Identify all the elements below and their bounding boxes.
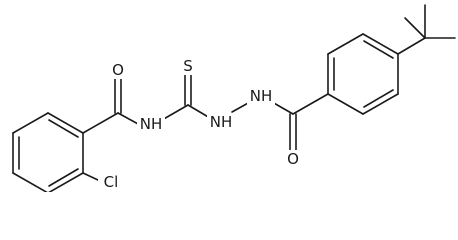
bond-ring2-e <box>362 93 399 115</box>
bond-ring1-f-double <box>48 119 79 138</box>
atom-s-label: S <box>183 57 193 75</box>
bond-ring2-b <box>327 33 364 55</box>
atom-nh-mid2-label: NH <box>250 87 273 105</box>
bond-nh-carbonyl-right <box>271 101 294 115</box>
atom-nh-mid1: NH <box>207 113 235 131</box>
bond-thiocarbonyl-nh <box>187 104 211 119</box>
atom-o-right: O <box>284 150 302 168</box>
atom-nh-mid1-label: NH <box>210 113 233 131</box>
bond-ring1-f <box>47 112 84 134</box>
bond-ring2-f <box>327 93 364 115</box>
atom-cl: Cl <box>98 173 124 191</box>
bond-ring2-e-double <box>363 89 394 108</box>
atom-nh-left-label: NH <box>140 115 163 133</box>
bond-c-cl <box>82 172 99 181</box>
atom-s: S <box>179 57 197 75</box>
bonds <box>12 4 456 192</box>
bond-nh-thiocarbonyl <box>161 104 189 121</box>
chemical-structure-diagram: O S NH NH NH O Cl <box>12 4 456 192</box>
atom-nh-mid2: NH <box>247 87 275 105</box>
bond-ring2-c <box>362 33 399 55</box>
bond-ring1-d <box>48 172 84 192</box>
atom-labels: O S NH NH NH O Cl <box>98 57 302 191</box>
bond-carbonyl-nh-left <box>117 112 141 126</box>
atom-o-left: O <box>109 61 127 79</box>
atom-cl-label: Cl <box>104 173 119 191</box>
atom-o-left-label: O <box>112 61 124 79</box>
atom-nh-left: NH <box>137 115 165 133</box>
bond-carbonyl-ring2 <box>292 93 329 115</box>
bond-ring1-carbonyl <box>82 112 119 134</box>
bond-tbu-me-left <box>404 17 426 39</box>
atom-o-right-label: O <box>287 150 299 168</box>
bond-ring1-d-double <box>48 168 79 187</box>
bond-ring2-c-double <box>363 40 394 59</box>
bond-ring2-tbu <box>397 37 426 55</box>
bond-ring1-c <box>12 172 48 192</box>
bond-ring1-a <box>12 112 49 134</box>
